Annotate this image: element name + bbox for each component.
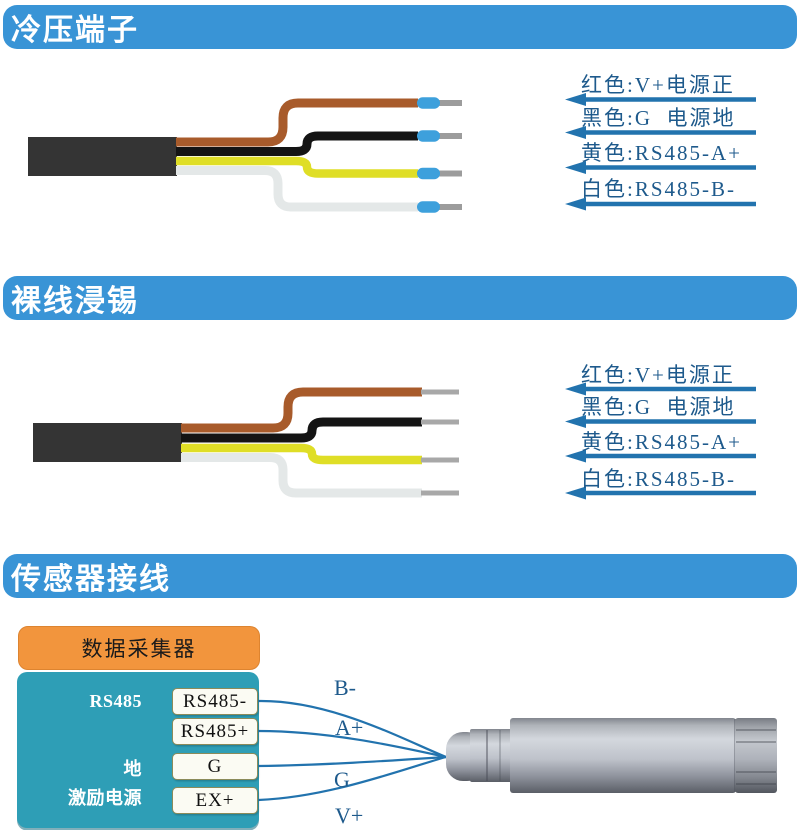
black-wire-1 bbox=[176, 131, 418, 156]
port-group-excitation: 激励电源 bbox=[68, 788, 142, 808]
data-collector-box: 数据采集器 bbox=[18, 626, 260, 670]
signal-g: G bbox=[334, 767, 350, 792]
white-wire-2 bbox=[181, 453, 422, 498]
section-title-bare-tinned: 裸线浸锡 bbox=[11, 285, 139, 318]
legend2-arrows bbox=[565, 382, 756, 500]
red-wire-1 bbox=[176, 98, 418, 147]
legend1-white-label: 白色:RS485-B- bbox=[581, 177, 737, 201]
sensor-connection-wires bbox=[258, 699, 447, 802]
terminal-ex-plus: EX+ bbox=[172, 787, 258, 814]
terminal-rs485-minus: RS485- bbox=[172, 688, 258, 715]
section-header-bare-tinned: 裸线浸锡 bbox=[3, 276, 797, 320]
terminal-rs485-plus: RS485+ bbox=[172, 718, 258, 745]
wire-b-minus bbox=[258, 699, 447, 759]
signal-v-plus: V+ bbox=[335, 803, 364, 828]
sensor-gland-nut bbox=[470, 729, 512, 782]
white-wire-1 bbox=[176, 166, 418, 212]
legend1-yellow-label: 黄色:RS485-A+ bbox=[581, 141, 743, 165]
cold-terminal-diagram bbox=[28, 97, 462, 213]
yellow-wire-2 bbox=[181, 443, 422, 465]
signal-a-plus: A+ bbox=[335, 715, 364, 740]
black-wire-2 bbox=[181, 417, 422, 443]
section-title-sensor-wiring: 传感器接线 bbox=[11, 563, 171, 596]
legend1-red-label: 红色:V+电源正 bbox=[581, 73, 735, 97]
section-header-sensor-wiring: 传感器接线 bbox=[3, 554, 797, 598]
port-group-ground: 地 bbox=[123, 759, 142, 779]
legend2-black-label: 黑色:G 电源地 bbox=[581, 395, 736, 419]
cable-jacket-2 bbox=[33, 423, 182, 462]
red-wire-2 bbox=[181, 387, 422, 433]
data-collector-title: 数据采集器 bbox=[81, 637, 197, 661]
signal-b-minus: B- bbox=[334, 675, 356, 700]
legend1-black-label: 黑色:G 电源地 bbox=[581, 106, 736, 130]
legend2-red-label: 红色:V+电源正 bbox=[581, 363, 735, 387]
section-header-cold-terminal: 冷压端子 bbox=[3, 5, 797, 49]
bare-tinned-diagram bbox=[33, 387, 459, 498]
legend2-yellow-label: 黄色:RS485-A+ bbox=[581, 430, 743, 454]
tinned-tips bbox=[421, 389, 459, 496]
cable-jacket-1 bbox=[28, 137, 177, 176]
sensor-end-cap bbox=[735, 718, 777, 793]
wire-g bbox=[258, 755, 447, 768]
port-group-rs485: RS485 bbox=[89, 691, 142, 711]
legend2-white-label: 白色:RS485-B- bbox=[581, 467, 737, 491]
crimp-terminals bbox=[417, 97, 462, 213]
yellow-wire-1 bbox=[176, 156, 418, 178]
sensor-probe bbox=[446, 718, 777, 793]
section-title-cold-terminal: 冷压端子 bbox=[11, 14, 139, 47]
sensor-body bbox=[510, 718, 736, 793]
terminal-g: G bbox=[172, 753, 258, 780]
end-cap-grooves bbox=[736, 729, 776, 785]
wire-v-plus bbox=[258, 755, 447, 802]
wire-a-plus bbox=[258, 729, 447, 759]
legend1-arrows bbox=[565, 93, 756, 211]
